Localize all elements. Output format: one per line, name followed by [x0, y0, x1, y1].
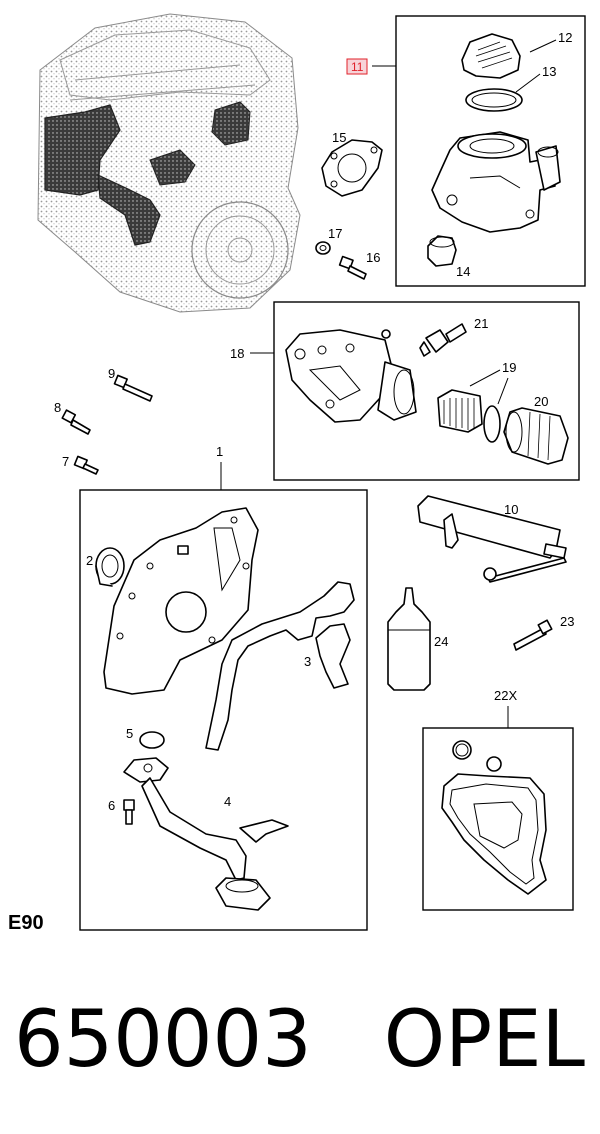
part-16-bolt: [338, 255, 367, 280]
callout-23: 23: [560, 614, 574, 629]
part-10-sealant-kit: [417, 495, 567, 583]
callout-7: 7: [62, 454, 69, 469]
cover-gasket: [205, 581, 355, 751]
group-1-frame: [79, 489, 368, 931]
part-20-filter-cap: [503, 407, 569, 465]
part-21-sensor: [419, 323, 467, 357]
callout-18: 18: [230, 346, 244, 361]
callout-22x: 22X: [494, 688, 517, 703]
callout-4: 4: [224, 794, 231, 809]
part-2-seal: [95, 547, 125, 587]
callout-5: 5: [126, 726, 133, 741]
callout-6: 6: [108, 798, 115, 813]
part-17-washer: [315, 241, 331, 255]
footer: 650003 OPEL: [14, 990, 594, 1090]
brand-name: OPEL: [383, 995, 585, 1085]
part-5-o-ring: [139, 731, 165, 749]
group-22x-frame: [422, 727, 574, 911]
part-19-o-ring: [483, 405, 501, 443]
parts-diagram: 11 12 13 14 15 17: [37, 13, 586, 931]
part-14-plug: [427, 235, 457, 267]
part-4-oil-pickup: [123, 757, 289, 911]
callout-13: 13: [542, 64, 556, 79]
callout-11-highlight[interactable]: [346, 58, 368, 75]
part-13-o-ring: [465, 88, 523, 112]
callout-11: 11: [351, 60, 364, 74]
callout-20: 20: [534, 394, 548, 409]
callout-19: 19: [502, 360, 516, 375]
callout-16: 16: [366, 250, 380, 265]
callout-1: 1: [216, 444, 223, 459]
group-11-frame: [395, 15, 586, 287]
part-9-bolt: [113, 374, 153, 402]
gasket-kit: [441, 740, 547, 895]
callout-9: 9: [108, 366, 115, 381]
part-3-gasket: [315, 623, 351, 689]
section-code: E90: [8, 912, 44, 934]
oil-filter-housing: [285, 329, 417, 423]
part-7-bolt: [73, 455, 99, 475]
callout-12: 12: [558, 30, 572, 45]
engine-illustration: [37, 13, 301, 313]
callout-14: 14: [456, 264, 470, 279]
group-18-frame: [273, 301, 580, 481]
front-cover: [103, 507, 259, 695]
part-19-filter-element: [437, 389, 483, 433]
part-8-bolt: [61, 409, 91, 435]
part-24-fluid-bottle: [387, 587, 431, 691]
part-23-bolt: [513, 619, 553, 651]
part-15-gasket: [321, 139, 383, 197]
part-number: 650003: [14, 995, 312, 1085]
thermostat-housing: [431, 131, 561, 233]
part-6-bolt: [123, 799, 135, 825]
callout-24: 24: [434, 634, 448, 649]
part-12-cap: [461, 33, 521, 79]
callout-15: 15: [332, 130, 346, 145]
callout-3: 3: [304, 654, 311, 669]
callout-17: 17: [328, 226, 342, 241]
callout-2: 2: [86, 553, 93, 568]
callout-21: 21: [474, 316, 488, 331]
callout-8: 8: [54, 400, 61, 415]
callout-10: 10: [504, 502, 518, 517]
